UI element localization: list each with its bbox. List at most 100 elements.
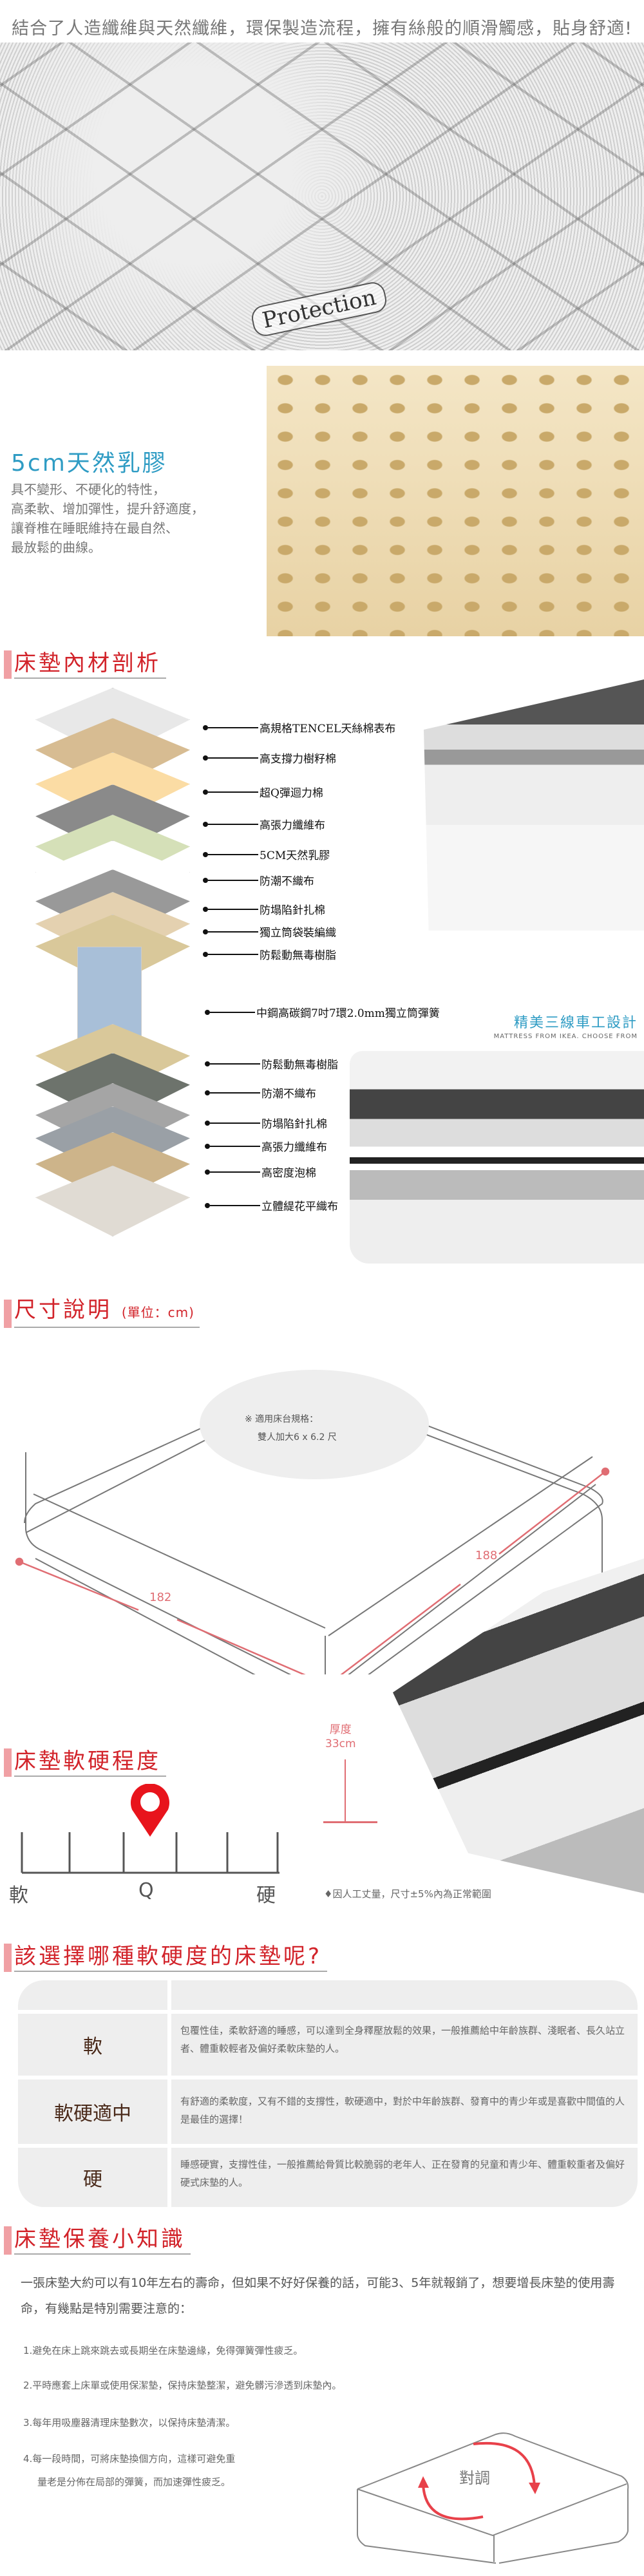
pointer-dot [203,877,208,883]
pointer-dot [203,929,208,934]
firmness-type: 硬 [18,2148,167,2207]
pointer-dot [205,1202,210,1208]
firmness-desc: 有舒適的柔軟度，又有不錯的支撐性，軟硬適中，對於中年齡族群、發育中的青少年或是喜… [171,2079,638,2144]
material-label: 高張力纖維布 [205,1138,327,1154]
layer-label: 5CM天然乳膠 [260,849,330,862]
pointer-dot [203,906,208,912]
material-label: 高規格TENCEL天絲棉表布 [203,719,395,735]
layer-label: 防塌陷針扎棉 [260,904,325,917]
pointer-line [210,1204,260,1206]
layer-label: 高密度泡棉 [261,1167,316,1180]
pointer-dot [205,1120,210,1126]
pointer-dot [203,755,208,761]
material-label: 高張力纖維布 [203,816,325,832]
width-dimension: 182 [149,1591,172,1604]
pointer-line [210,1145,260,1147]
firmness-desc: 包覆性佳，柔軟舒適的睡感，可以達到全身釋壓放鬆的效果，一般推薦給中年齡族群、淺眠… [171,2014,638,2076]
section-heading-size: 尺寸說明 (單位：cm) [4,1296,200,1328]
pointer-line [208,953,258,955]
firmness-scale [21,1784,279,1874]
layer-label: 防塌陷針扎棉 [261,1118,327,1131]
thickness-value: 33cm [325,1738,356,1750]
material-label: 超Q彈迴力棉 [203,784,323,800]
care-item: 2.平時應套上床單或使用保潔墊，保持床墊整潔，避免髒污滲透到床墊內。 [23,2380,342,2391]
table-row: 軟包覆性佳，柔軟舒適的睡感，可以達到全身釋壓放鬆的效果，一般推薦給中年齡族群、淺… [18,2014,638,2076]
pointer-line [210,1092,260,1094]
care-item: 4.每一段時間，可將床墊換個方向，這樣可避免重 [23,2453,236,2465]
pointer-line [208,823,258,825]
care-item: 3.每年用吸塵器清理床墊數次，以保持床墊清潔。 [23,2417,236,2429]
section-heading-choose: 該選擇哪種軟硬度的床墊呢? [4,1942,328,1972]
layer-label: 獨立筒袋裝編織 [260,927,336,940]
material-label: 防鬆動無毒樹脂 [205,1056,338,1072]
material-label: 獨立筒袋裝編織 [203,923,336,940]
firmness-table: 軟包覆性佳，柔軟舒適的睡感，可以達到全身釋壓放鬆的效果，一般推薦給中年齡族群、淺… [18,1980,638,2207]
heading-text: 該選擇哪種軟硬度的床墊呢? [14,1942,328,1972]
stitching-title: 精美三線車工設計 [513,1015,638,1031]
layer-label: 高張力纖維布 [260,819,325,832]
bed-frame-spec: ※ 適用床台規格： 雙人加大6 x 6.2 尺 [245,1410,399,1446]
firmness-type: 軟 [18,2014,167,2076]
material-label: 防潮不織布 [203,872,314,888]
desc-line: 具不變形、不硬化的特性， [11,482,166,497]
pointer-dot [203,851,208,857]
spec-ellipse [200,1370,429,1479]
length-dimension: 188 [475,1549,498,1562]
layer-label: 防鬆動無毒樹脂 [260,949,336,962]
fabric-closeup-image: Protection [0,43,644,350]
layer-label: 高規格TENCEL天絲棉表布 [260,723,396,735]
pointer-line [208,931,258,933]
bed-photo [424,679,644,931]
pointer-dot [205,1169,210,1175]
material-label: 防鬆動無毒樹脂 [203,946,336,962]
latex-title: 5cm天然乳膠 [11,450,167,477]
thickness-line [345,1759,346,1823]
latex-image [267,366,644,636]
material-layer [35,1166,190,1236]
layer-label: 高張力纖維布 [261,1141,327,1154]
material-label: 中鋼高碳鋼7吋7環2.0mm獨立筒彈簧 [205,1004,440,1020]
scale-mid-label: Q [138,1879,154,1902]
heading-text: 床墊軟硬程度 [14,1747,166,1777]
pointer-dot [205,1090,210,1095]
table-row: 硬睡感硬實，支撐性佳，一般推薦給骨質比較脆弱的老年人、正在發育的兒童和青少年、體… [18,2148,638,2207]
dimension-lines [15,1467,610,1674]
scale-soft-label: 軟 [9,1884,28,1907]
stitching-subtitle: MATTRESS FROM IKEA. CHOOSE FROM [493,1033,638,1040]
mattress-edge-closeup [350,1051,644,1264]
note-text: 因人工丈量，尺寸±5%內為正常範圍 [332,1888,491,1900]
material-label: 高密度泡棉 [205,1164,316,1180]
measurement-note: ♦因人工丈量，尺寸±5%內為正常範圍 [324,1887,491,1900]
latex-description: 具不變形、不硬化的特性， 高柔軟、增加彈性，提升舒適度， 讓脊椎在睡眠維持在最自… [11,480,204,557]
layer-label: 中鋼高碳鋼7吋7環2.0mm獨立筒彈簧 [256,1007,440,1020]
pointer-dot [205,1009,210,1015]
care-item: 量老是分佈在局部的彈簧，而加速彈性疲乏。 [37,2476,231,2488]
pointer-dot [203,724,208,730]
care-item: 1.避免在床上跳來跳去或長期坐在床墊邊緣，免得彈簧彈性疲乏。 [23,2345,303,2356]
diamond-bullet-icon: ♦ [324,1888,333,1900]
layer-label: 高支撐力樹籽棉 [260,753,336,766]
pointer-line [210,1171,260,1173]
mattress-dimension-drawing [15,1370,610,1674]
pointer-line [208,879,258,881]
desc-line: 最放鬆的曲線。 [11,540,101,555]
material-label: 防塌陷針扎棉 [203,901,325,917]
tagline: 結合了人造纖維與天然纖維，環保製造流程，擁有絲般的順滑觸感，貼身舒適! [12,19,632,39]
scale-hard-label: 硬 [256,1884,276,1907]
rotate-arrow-icon [422,2483,484,2521]
layer-label: 防潮不織布 [261,1088,316,1101]
pointer-line [208,791,258,793]
pointer-dot [205,1143,210,1149]
layer-label: 超Q彈迴力棉 [260,787,323,800]
location-pin-icon [131,1784,169,1837]
material-label: 防塌陷針扎棉 [205,1115,327,1131]
firmness-desc: 睡感硬實，支撐性佳，一般推薦給骨質比較脆弱的老年人、正在發育的兒童和青少年、體重… [171,2148,638,2207]
care-intro: 一張床墊大約可以有10年左右的壽命，但如果不好好保養的話，可能3、5年就報銷了，… [21,2276,615,2316]
material-label: 高支撐力樹籽棉 [203,750,336,766]
heading-text: 尺寸說明 [14,1297,112,1323]
pointer-dot [205,1061,210,1066]
pointer-line [210,1063,260,1065]
rotate-label: 對調 [459,2469,490,2487]
table-row: 軟硬適中有舒適的柔軟度，又有不錯的支撐性，軟硬適中，對於中年齡族群、發育中的青少… [18,2079,638,2144]
pointer-line [210,1122,260,1124]
